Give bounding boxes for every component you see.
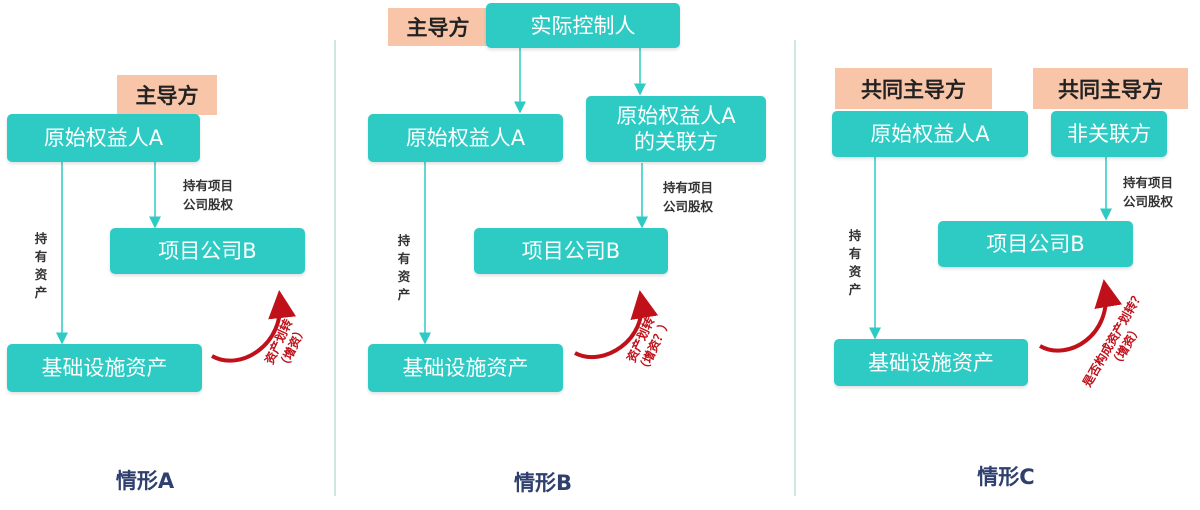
scenario-c-project-company: 项目公司B	[938, 221, 1133, 267]
scenario-c-joint-lead-tag-right: 共同主导方	[1033, 68, 1188, 109]
scenario-a-original-holder: 原始权益人A	[7, 114, 200, 162]
scenario-a-hold-asset-label: 持有资产	[34, 231, 48, 300]
scenario-c-infrastructure-asset: 基础设施资产	[834, 339, 1028, 386]
scenario-b-actual-controller: 实际控制人	[486, 3, 680, 48]
scenario-c-caption: 情形C	[977, 465, 1035, 489]
scenario-a-infrastructure-asset: 基础设施资产	[7, 344, 202, 392]
scenario-b-caption: 情形B	[513, 471, 572, 495]
scenario-a-caption: 情形A	[115, 469, 175, 493]
scenario-b-equity-label: 持有项目 公司股权	[662, 180, 713, 214]
scenario-b-infrastructure-asset: 基础设施资产	[368, 344, 563, 392]
scenario-c-non-related-party: 非关联方	[1051, 111, 1167, 157]
divider-left	[334, 40, 336, 496]
divider-right	[794, 40, 796, 496]
scenario-b-original-holder: 原始权益人A	[368, 114, 563, 162]
arrow-a-transfer	[211, 290, 297, 363]
scenario-a-project-company: 项目公司B	[110, 228, 305, 274]
scenario-b-project-company: 项目公司B	[474, 228, 668, 274]
scenario-b-related-party: 原始权益人A 的关联方	[586, 96, 766, 162]
scenario-a-equity-label: 持有项目 公司股权	[182, 178, 233, 212]
scenario-c-joint-lead-tag-left: 共同主导方	[835, 68, 992, 109]
scenario-b-hold-asset-label: 持有资产	[397, 233, 411, 302]
scenario-c-equity-label: 持有项目 公司股权	[1122, 175, 1173, 209]
scenario-c-original-holder: 原始权益人A	[832, 111, 1028, 157]
scenario-b-lead-tag: 主导方	[388, 8, 488, 46]
scenario-c-hold-asset-label: 持有资产	[848, 228, 862, 297]
arrow-c-transfer	[1039, 279, 1123, 353]
arrow-b-transfer	[574, 290, 659, 360]
scenario-a-lead-tag: 主导方	[117, 75, 217, 115]
